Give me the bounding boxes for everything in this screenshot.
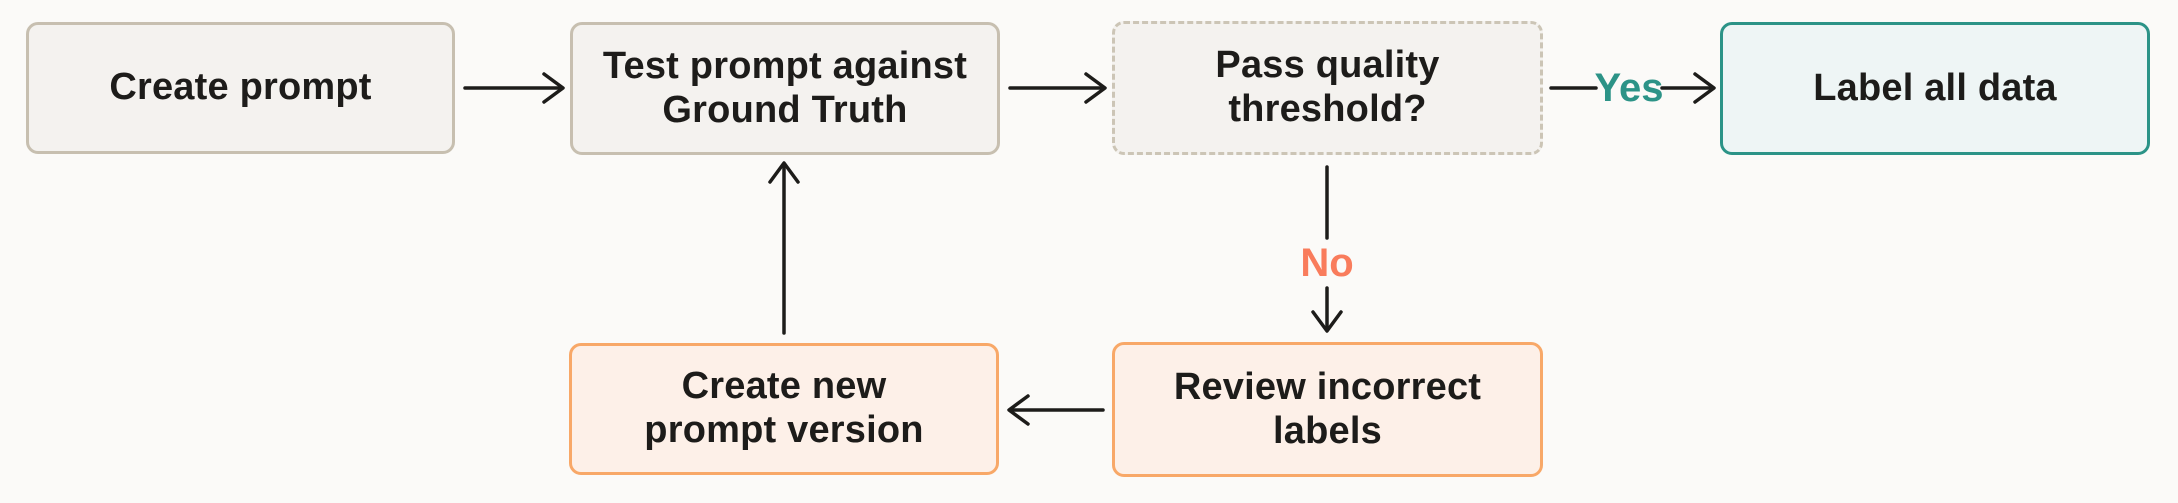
node-label-all-data-label: Label all data	[1813, 66, 2057, 109]
node-create-new-prompt-version: Create new prompt version	[569, 343, 999, 475]
node-review-incorrect-labels: Review incorrect labels	[1112, 342, 1543, 477]
node-label-all-data: Label all data	[1720, 22, 2150, 155]
arrow-test-to-decision	[1008, 72, 1107, 104]
arrow-create-new-to-test	[768, 161, 800, 335]
edge-label-yes: Yes	[1594, 66, 1664, 110]
node-create-prompt: Create prompt	[26, 22, 455, 154]
arrow-review-to-create-new	[1007, 394, 1105, 426]
edge-label-no: No	[1300, 241, 1354, 285]
node-pass-quality-threshold: Pass quality threshold?	[1112, 21, 1543, 155]
node-test-prompt-against-ground-truth: Test prompt against Ground Truth	[570, 22, 1000, 155]
node-review-incorrect-label: Review incorrect labels	[1173, 365, 1482, 452]
node-pass-quality-label: Pass quality threshold?	[1215, 44, 1440, 130]
node-create-new-version-label: Create new prompt version	[644, 365, 924, 451]
node-create-prompt-label: Create prompt	[109, 66, 372, 109]
arrow-create-to-test	[463, 72, 565, 104]
node-test-prompt-label: Test prompt against Ground Truth	[602, 44, 968, 131]
